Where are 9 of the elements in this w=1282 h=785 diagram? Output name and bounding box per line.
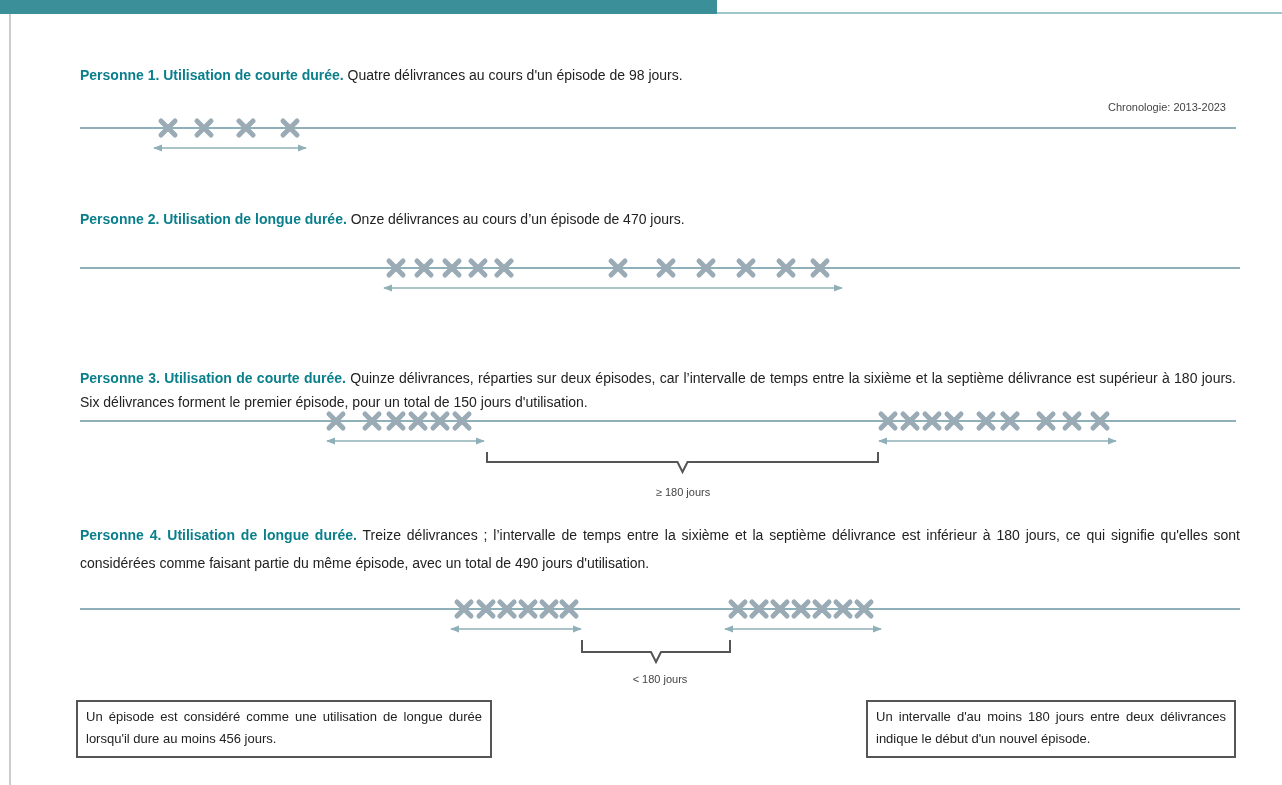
axis-note: < 180 jours (631, 672, 689, 687)
description-text: Personne 2. Utilisation de longue durée. Onze délivrances au cours d’un épisode de 470 jours. (80, 210, 686, 229)
note-box: Un intervalle d'au moins 180 jours entre deux délivrances indique le début d'un nouvel épisode. (866, 700, 1236, 758)
description-text: Personne 1. Utilisation de courte durée. Quatre délivrances au cours d'un épisode de 98 jours. (80, 66, 684, 85)
description-text: Personne 4. Utilisation de longue durée. Treize délivrances ; l’intervalle de temps entre la sixième et la septième délivrance est inférieur à 180 jours, ce qui signifie qu'elles sont considérées comme faisant partie du même épisode, avec un total de 490 jours d'utilisation. (80, 526, 1240, 573)
axis-note: ≥ 180 jours (654, 485, 712, 500)
note-box: Un épisode est considéré comme une utilisation de longue durée lorsqu'il dure au moins 456 jours. (76, 700, 492, 758)
description-text: Personne 3. Utilisation de courte durée. Quinze délivrances, réparties sur deux épisodes, car l’intervalle de temps entre la sixième et la septième délivrance est supérieur à 180 jours. Six délivrances forment le premier épisode, pour un total de 150 jours d'utilisation. (80, 369, 1236, 412)
axis-note: Chronologie: 2013-2023 (1106, 100, 1226, 115)
